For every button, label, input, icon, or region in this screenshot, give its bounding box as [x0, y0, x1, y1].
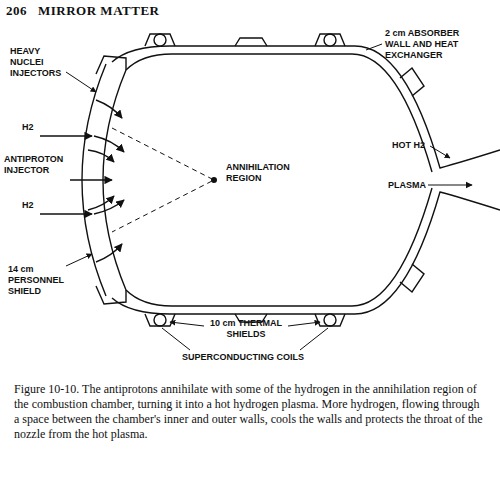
gas-label: HOT H2 [392, 140, 425, 151]
part-label: 14 cm PERSONNEL SHIELD [8, 264, 66, 297]
part-label: SUPERCONDUCTING COILS [182, 352, 304, 363]
gas-label: H2 [22, 200, 34, 211]
region-label: ANNIHILATION REGION [226, 162, 304, 184]
gas-label: H2 [22, 122, 34, 133]
part-label: HEAVY NUCLEI INJECTORS [10, 46, 68, 79]
page-number: 206 [6, 3, 27, 18]
part-label: ANTIPROTON INJECTOR [4, 154, 70, 176]
dimension-label: 10 cm THERMAL SHIELDS [204, 318, 288, 340]
flow-label: PLASMA [388, 180, 426, 191]
running-head: MIRROR MATTER [38, 3, 159, 18]
figure-caption: Figure 10-10. The antiprotons annihilate… [14, 382, 486, 442]
part-label: 2 cm ABSORBER WALL AND HEAT EXCHANGER [385, 28, 469, 61]
